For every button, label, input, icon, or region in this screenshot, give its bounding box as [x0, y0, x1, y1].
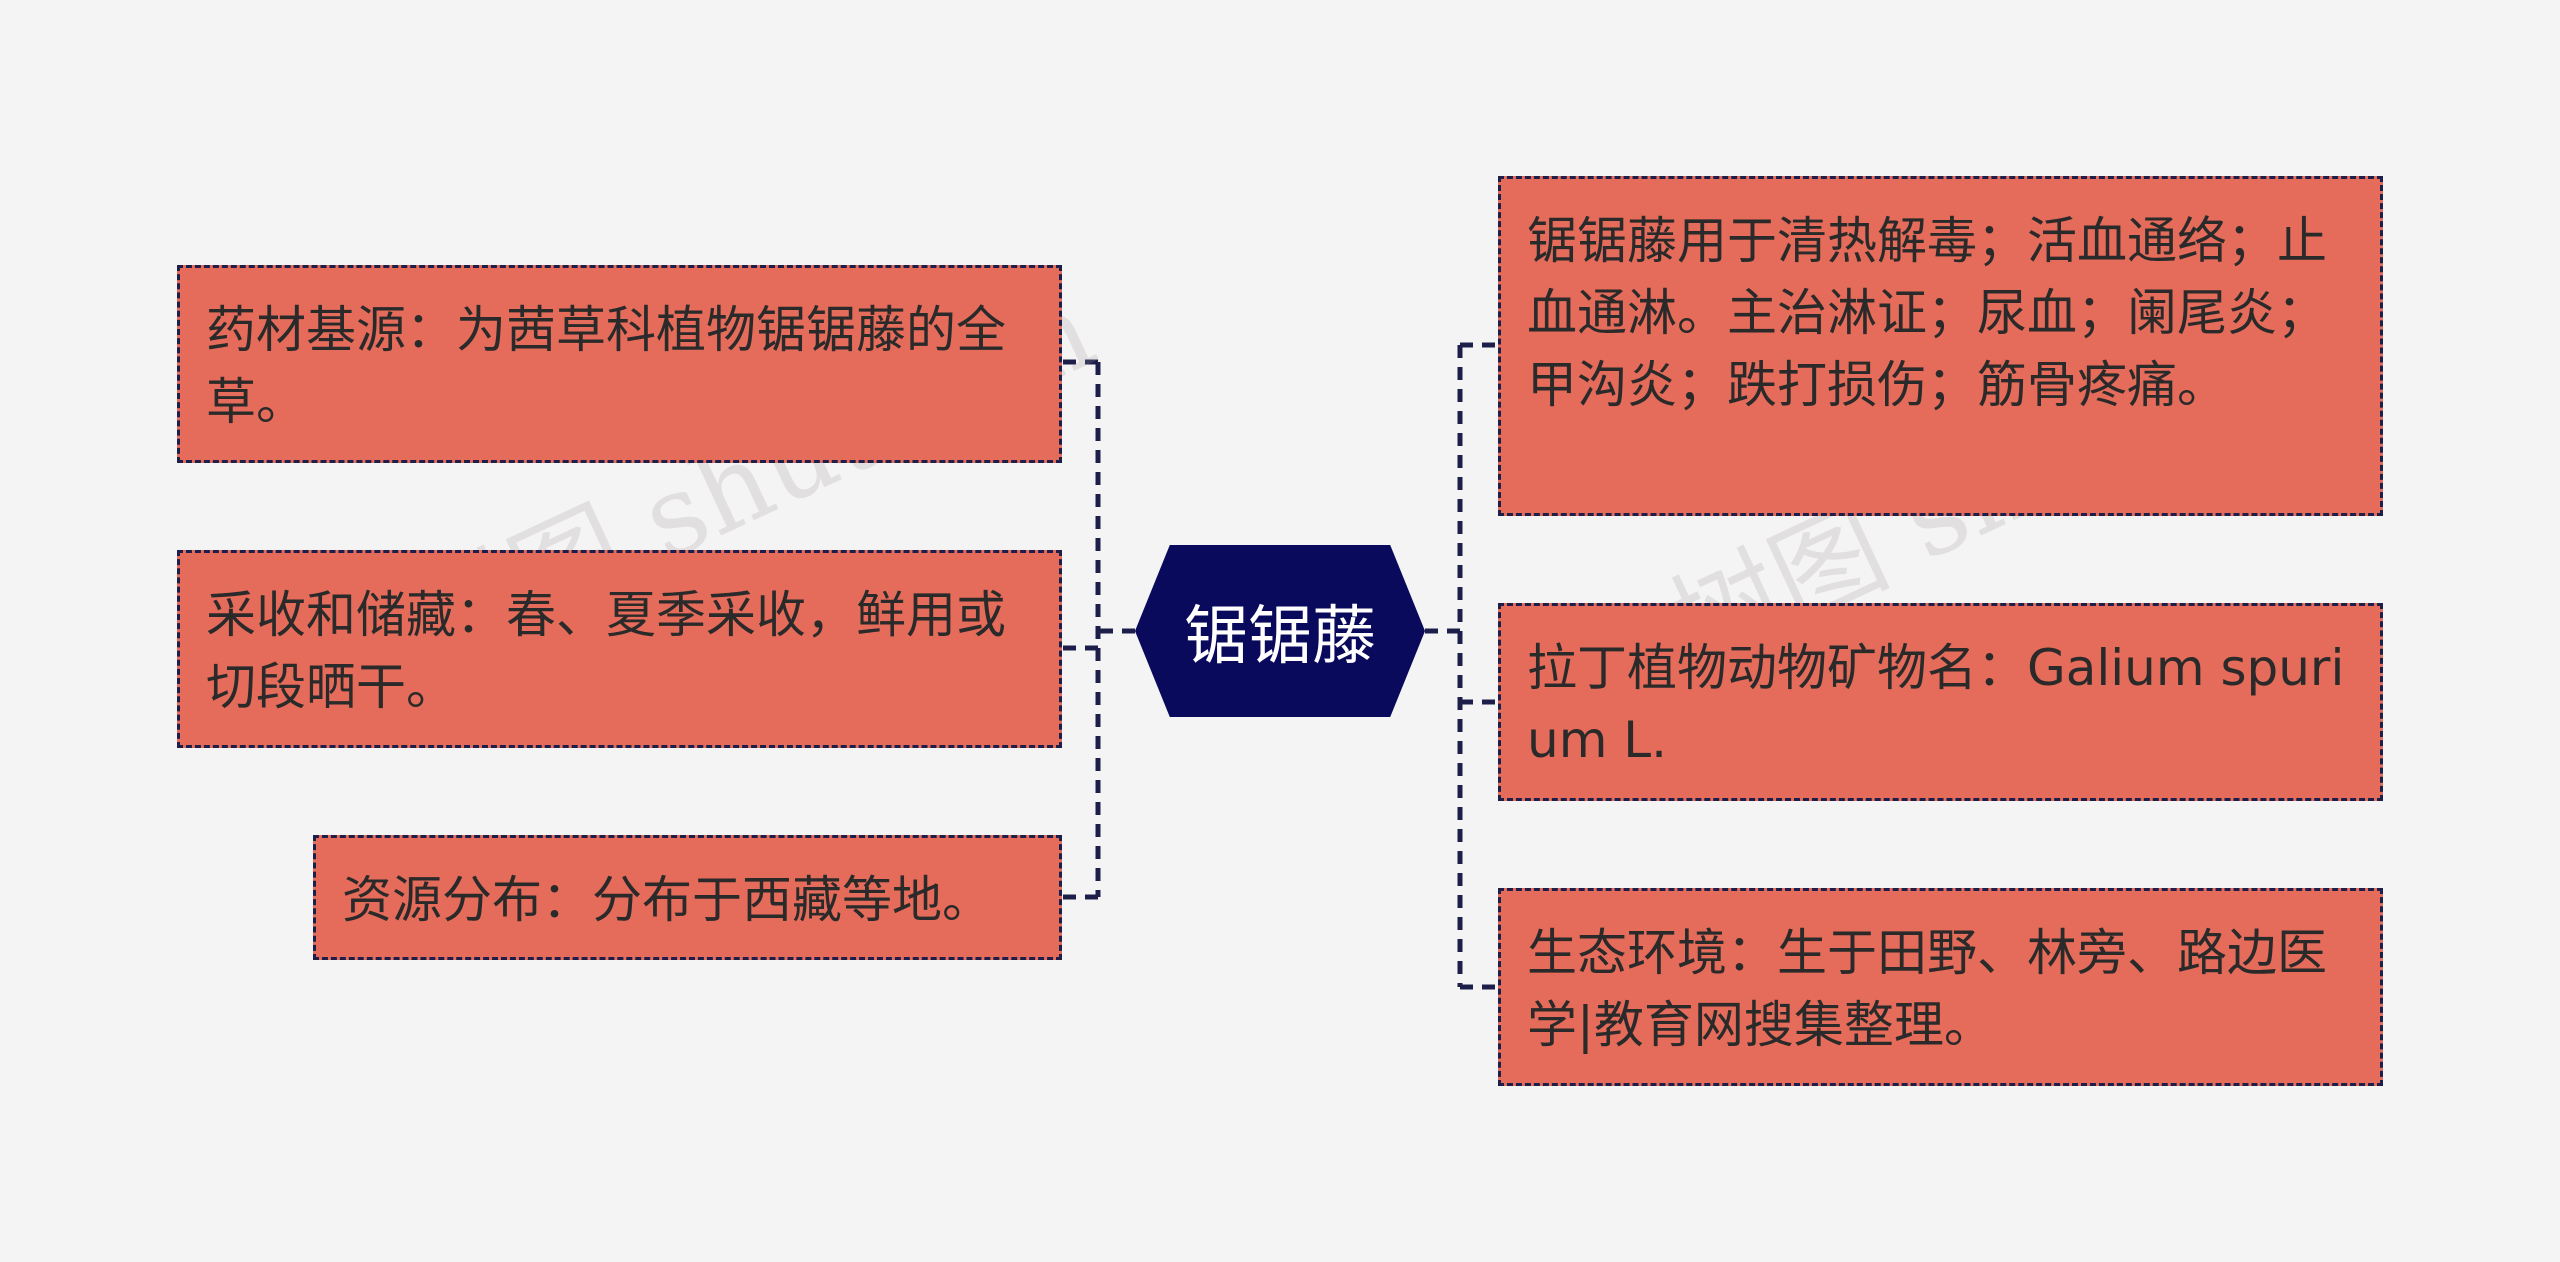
left-node-source[interactable]: 药材基源：为茜草科植物锯锯藤的全草。	[177, 265, 1062, 463]
connector-left-trunk	[1095, 362, 1135, 897]
node-text: 生态环境：生于田野、林旁、路边医学|教育网搜集整理。	[1527, 924, 2327, 1054]
connector-right-trunk	[1425, 345, 1463, 987]
left-node-distribution[interactable]: 资源分布：分布于西藏等地。	[313, 835, 1062, 960]
central-topic-label: 锯锯藤	[1184, 600, 1376, 674]
node-text: 拉丁植物动物矿物名：Galium spurium L.	[1527, 639, 2345, 769]
central-topic[interactable]: 锯锯藤	[1135, 545, 1425, 717]
right-node-latin-name[interactable]: 拉丁植物动物矿物名：Galium spurium L.	[1498, 603, 2383, 801]
node-text: 采收和储藏：春、夏季采收，鲜用或切段晒干。	[206, 586, 1006, 716]
node-text: 药材基源：为茜草科植物锯锯藤的全草。	[206, 301, 1006, 431]
right-node-habitat[interactable]: 生态环境：生于田野、林旁、路边医学|教育网搜集整理。	[1498, 888, 2383, 1086]
node-text: 资源分布：分布于西藏等地。	[342, 871, 992, 929]
left-node-harvest[interactable]: 采收和储藏：春、夏季采收，鲜用或切段晒干。	[177, 550, 1062, 748]
node-text: 锯锯藤用于清热解毒；活血通络；止血通淋。主治淋证；尿血；阑尾炎；甲沟炎；跌打损伤…	[1527, 212, 2327, 414]
right-node-efficacy[interactable]: 锯锯藤用于清热解毒；活血通络；止血通淋。主治淋证；尿血；阑尾炎；甲沟炎；跌打损伤…	[1498, 176, 2383, 516]
